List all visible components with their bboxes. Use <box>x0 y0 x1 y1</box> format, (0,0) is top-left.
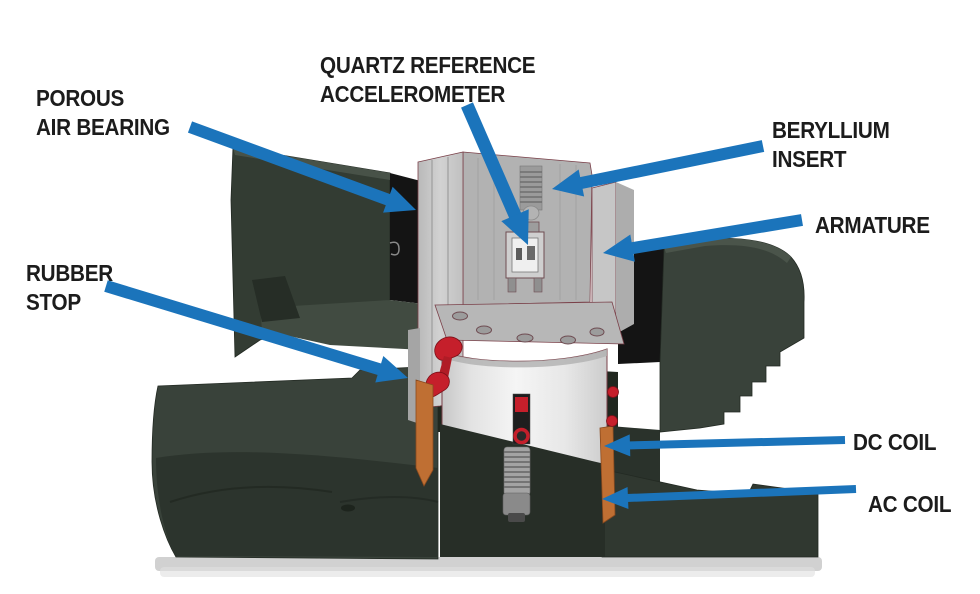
drive-rod-ribs <box>504 451 530 488</box>
arrow-shaft <box>623 485 857 503</box>
body-left-hole-detail <box>341 504 355 512</box>
red-indicator-ring <box>513 427 530 445</box>
coil-strip-right <box>599 425 616 524</box>
arrow-head <box>602 486 629 509</box>
body-left-lower-block <box>151 365 439 560</box>
arrow-head <box>604 434 631 457</box>
red-slot-block <box>515 397 528 412</box>
label-porous-air-bearing: POROUS AIR BEARING <box>36 85 170 140</box>
accelerometer-detail-1 <box>516 248 522 260</box>
arrow-shaft <box>627 214 803 255</box>
center-slot-assembly <box>512 393 531 445</box>
arrow-shaft <box>104 280 385 377</box>
body-left-arch-curve-1 <box>169 485 333 503</box>
arrow-porous-air-bearing <box>187 121 416 213</box>
body-right-block <box>618 237 805 433</box>
drive-rod-tip <box>508 513 525 522</box>
label-quartz-reference-accelerometer: QUARTZ REFERENCE ACCELEROMETER <box>320 52 536 107</box>
arrow-head <box>383 186 416 213</box>
drive-rod <box>502 446 531 522</box>
label-rubber-stop: RUBBER STOP <box>26 260 113 315</box>
label-beryllium-insert: BERYLLIUM INSERT <box>772 117 890 172</box>
arrow-dc-coil <box>604 434 846 457</box>
label-dc-coil: DC COIL <box>853 429 937 455</box>
accelerometer-leg-left <box>507 277 517 293</box>
drive-rod-cap <box>502 492 531 516</box>
coil-strip-left <box>415 379 434 487</box>
arrow-head <box>552 169 585 197</box>
air-bearing-detail-mark <box>389 241 400 256</box>
arrow-quartz-reference-accelerometer <box>461 102 529 245</box>
arrow-armature <box>603 214 803 262</box>
label-ac-coil: AC COIL <box>868 491 952 517</box>
body-right-side <box>659 237 805 433</box>
ground-shadow-soft <box>160 567 815 577</box>
arrow-head <box>603 234 635 262</box>
stud-threads <box>520 171 542 203</box>
accelerometer-detail-2 <box>527 246 535 260</box>
cylinder-top-rim <box>442 349 607 368</box>
body-left-pocket-notch <box>252 276 300 322</box>
callout-arrows <box>104 102 857 509</box>
arrow-head <box>501 209 529 245</box>
arrow-shaft <box>187 121 394 207</box>
rubber-stop-right-lower <box>606 415 618 427</box>
arrow-head <box>375 356 408 383</box>
arrow-shaft <box>625 436 846 450</box>
body-right-lower-block <box>582 464 819 558</box>
arrow-rubber-stop <box>104 280 408 383</box>
base-plate-screws <box>452 311 605 345</box>
label-armature: ARMATURE <box>815 212 930 238</box>
arrow-shaft <box>461 102 523 222</box>
rubber-stops-left <box>425 336 463 398</box>
body-left-arch-curve-2 <box>339 496 439 503</box>
body-right-top-edge <box>664 238 791 263</box>
arrow-beryllium-insert <box>552 140 765 197</box>
body-left-lower-front <box>156 452 438 557</box>
arrow-ac-coil <box>602 485 857 509</box>
rubber-stop-right-upper <box>607 386 619 398</box>
accelerometer-leg-right <box>533 277 543 293</box>
arrow-shaft <box>576 140 765 190</box>
